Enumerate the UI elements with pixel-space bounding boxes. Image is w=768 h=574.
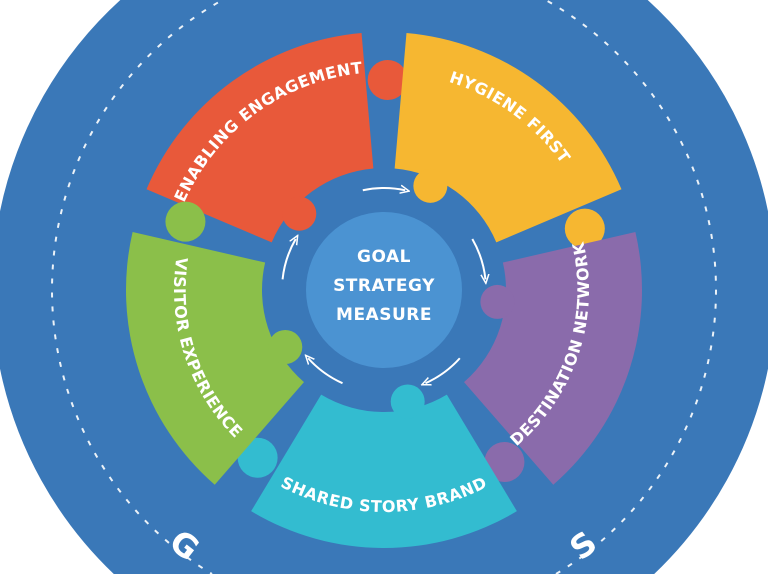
center-strategy: STRATEGY [333, 276, 435, 296]
piece-body [394, 32, 622, 243]
center-circle [306, 212, 462, 368]
piece-inner-knob [480, 284, 515, 319]
piece-body [125, 231, 304, 485]
cycle-arrow-icon [281, 239, 296, 280]
piece-body [146, 32, 374, 243]
piece-knob [367, 60, 408, 101]
puzzle-piece-destination-network: DESTINATION NETWORK [464, 231, 642, 485]
piece-inner-knob [413, 168, 448, 203]
cycle-arrows [281, 188, 486, 385]
center-measure: MEASURE [336, 305, 432, 325]
piece-inner-knob [268, 330, 303, 364]
piece-knob [165, 201, 206, 242]
piece-body [251, 394, 517, 548]
cycle-arrow-icon [471, 238, 485, 279]
cycle-arrow-icon [362, 188, 405, 190]
dashed-ring [51, 0, 717, 574]
center-goal: GOAL [357, 247, 411, 267]
piece-knob [564, 208, 605, 249]
piece-inner-knob [390, 384, 425, 419]
piece-inner-knob [282, 196, 317, 231]
puzzle-piece-visitor-experience: VISITOR EXPERIENCE [125, 201, 304, 485]
piece-knob [237, 437, 278, 478]
cycle-arrow-icon [425, 357, 461, 383]
cycle-arrow-icon [308, 358, 343, 385]
puzzle-piece-shared-story-brand: SHARED STORY BRAND [237, 384, 517, 548]
piece-knob [484, 442, 525, 483]
puzzle-piece-hygiene-first: HYGIENE FIRST [394, 32, 622, 249]
